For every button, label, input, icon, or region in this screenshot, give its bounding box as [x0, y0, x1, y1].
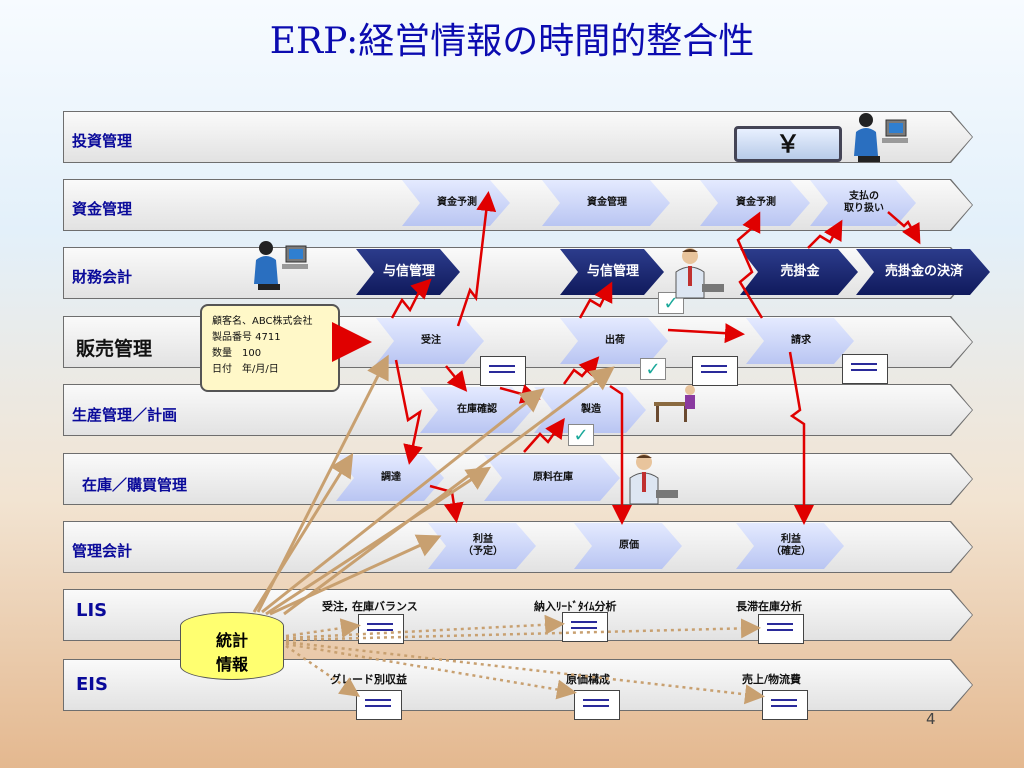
- step-stock-check: 在庫確認: [420, 387, 532, 433]
- yen-box: ￥: [734, 126, 842, 162]
- document-icon: [758, 614, 804, 644]
- step-profit-confirmed: 利益 （確定）: [736, 523, 844, 569]
- band-label-investment: 投資管理: [72, 132, 133, 150]
- office-worker-icon: [854, 113, 908, 162]
- lis-label-aged-stock: 長滞在庫分析: [736, 600, 802, 613]
- band-label-inventory: 在庫／購買管理: [82, 476, 188, 494]
- customer-qty: 数量 100: [212, 348, 262, 359]
- step-receivables: 売掛金: [740, 249, 858, 295]
- document-icon: [692, 356, 738, 386]
- eis-label-sales-logistics: 売上/物流費: [742, 673, 802, 686]
- step-raw-material-stock: 原料在庫: [484, 455, 620, 501]
- statistics-database: 統計 情報: [180, 612, 284, 680]
- band-label-mgmt-accounting: 管理会計: [72, 542, 133, 560]
- eis-label-cost-structure: 原価構成: [566, 673, 610, 686]
- office-worker-icon: [254, 241, 308, 290]
- document-icon: [480, 356, 526, 386]
- band-label-sales: 販売管理: [76, 338, 153, 360]
- band-label-production: 生産管理／計画: [72, 406, 178, 424]
- step-fund-management: 資金管理: [542, 180, 670, 226]
- customer-order-card: 顧客名、ABC株式会社 製品番号 4711 数量 100 日付 年/月/日: [200, 304, 340, 392]
- step-procurement: 調達: [336, 455, 444, 501]
- clerk-icon: [675, 248, 724, 299]
- lis-label-lead-time: 納入ﾘｰﾄﾞﾀｲﾑ分析: [534, 600, 617, 613]
- step-order: 受注: [376, 318, 484, 364]
- band-label-funds: 資金管理: [72, 200, 133, 218]
- band-label-finance: 財務会計: [72, 268, 133, 286]
- customer-product: 製品番号 4711: [212, 332, 281, 343]
- page-title: ERP:経営情報の時間的整合性: [269, 21, 755, 62]
- step-billing: 請求: [746, 318, 854, 364]
- step-cost: 原価: [574, 523, 682, 569]
- document-icon: [762, 690, 808, 720]
- step-profit-planned: 利益 （予定）: [428, 523, 536, 569]
- database-line-2: 情報: [215, 655, 248, 674]
- document-icon: [574, 690, 620, 720]
- database-line-1: 統計: [215, 631, 248, 650]
- checkmark-icon: ✓: [640, 358, 666, 380]
- lis-label-order-stock: 受注, 在庫バランス: [322, 600, 418, 613]
- document-icon: [842, 354, 888, 384]
- factory-worker-icon: [654, 385, 695, 422]
- step-receivables-settlement: 売掛金の決済: [856, 249, 990, 295]
- document-icon: [356, 690, 402, 720]
- customer-date: 日付 年/月/日: [212, 364, 279, 375]
- checkmark-icon: ✓: [568, 424, 594, 446]
- band-label-eis: EIS: [76, 674, 108, 695]
- clerk-icon: [629, 454, 678, 505]
- step-shipment: 出荷: [560, 318, 668, 364]
- customer-name: 顧客名、ABC株式会社: [212, 316, 313, 327]
- page-number: 4: [926, 710, 936, 728]
- band-label-lis: LIS: [76, 600, 108, 621]
